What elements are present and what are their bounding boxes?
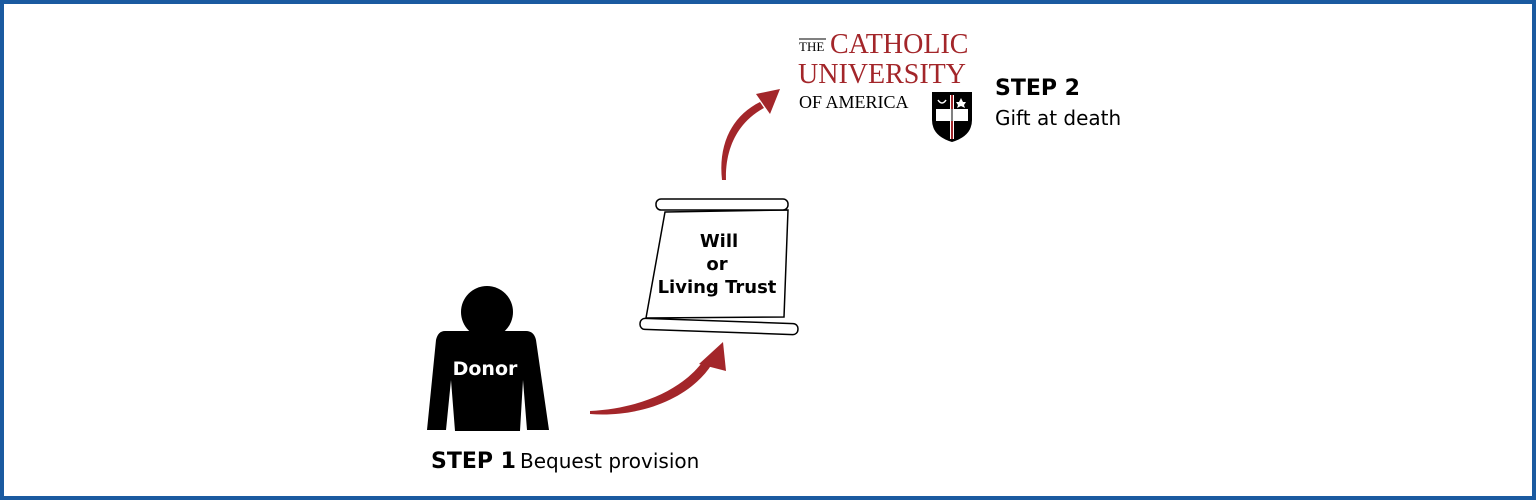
- arrow-curve: [590, 360, 712, 415]
- scroll-bottom-roll: [639, 317, 799, 336]
- scroll-top-roll: [655, 198, 789, 211]
- step-1-description: Bequest provision: [520, 449, 699, 473]
- arrow-donor-to-document: [590, 342, 726, 415]
- document-line-trust: Living Trust: [658, 277, 777, 298]
- university-shield-icon: [932, 92, 972, 142]
- step-2: STEP 2 Gift at death: [995, 76, 1121, 130]
- arrow-document-to-university: [721, 89, 780, 180]
- step-2-label: STEP 2: [995, 76, 1080, 101]
- logo-university: UNIVERSITY: [798, 59, 966, 90]
- university-logo: THE CATHOLIC UNIVERSITY OF AMERICA: [798, 29, 972, 142]
- donor-label: Donor: [453, 358, 518, 380]
- step-2-description: Gift at death: [995, 106, 1121, 130]
- donor-figure: Donor: [427, 286, 549, 431]
- document-line-or: or: [706, 254, 727, 275]
- logo-of-america: OF AMERICA: [799, 92, 909, 112]
- will-scroll: Will or Living Trust: [639, 198, 799, 336]
- step-1-label: STEP 1: [431, 449, 516, 474]
- donor-body: [427, 331, 549, 431]
- document-line-will: Will: [700, 231, 738, 252]
- arrow-head: [699, 342, 726, 371]
- diagram-canvas: Donor Will or Living Trust THE CATHOLIC …: [427, 29, 1121, 474]
- logo-the: THE: [799, 39, 824, 54]
- donor-head: [461, 286, 513, 338]
- logo-catholic: CATHOLIC: [830, 29, 968, 60]
- arrow-head: [756, 89, 780, 114]
- step-1: STEP 1 Bequest provision: [431, 449, 699, 474]
- arrow-curve: [721, 102, 764, 180]
